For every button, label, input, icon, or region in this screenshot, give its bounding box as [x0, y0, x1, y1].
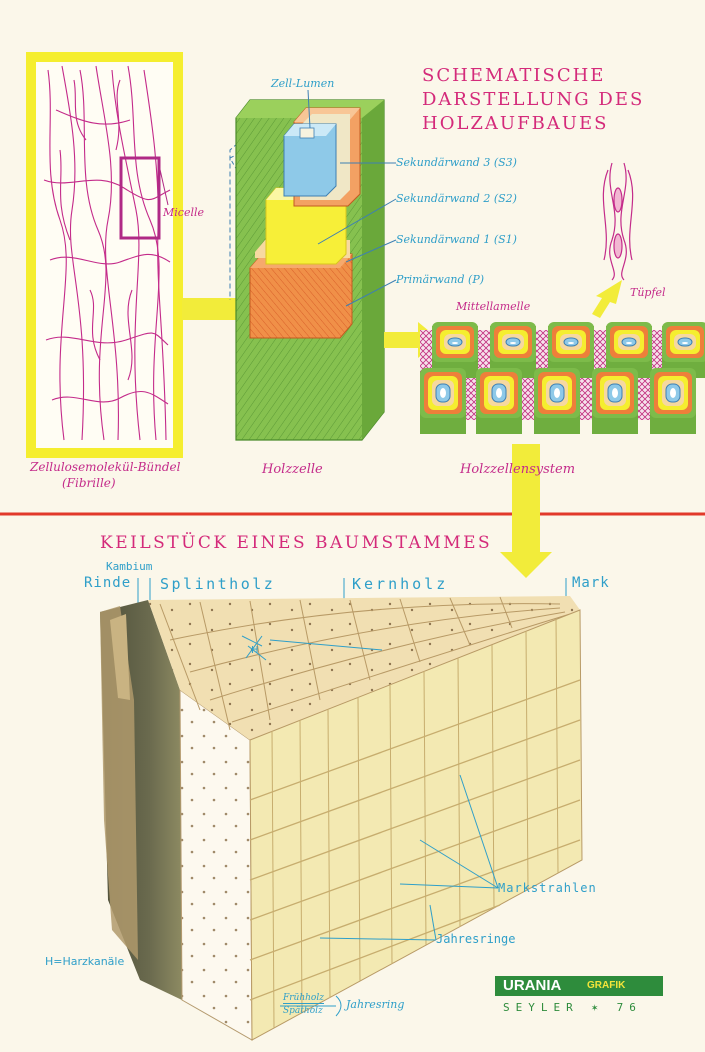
- kernholz-label: Kernholz: [352, 575, 449, 593]
- wedge-title: KEILSTÜCK EINES BAUMSTAMMES: [100, 533, 493, 553]
- fibril-caption-line2: (Fibrille): [62, 476, 116, 490]
- fibril-caption-line1: Zellulosemolekül-Bündel: [30, 460, 181, 474]
- cell-wall-ring: [568, 342, 574, 344]
- trunk-wedge: [100, 578, 583, 1041]
- cell-wall-ring: [612, 388, 618, 398]
- fruehholz-label: Frühholz: [283, 993, 324, 1004]
- middle-lamella-label: Mittellamelle: [456, 300, 531, 313]
- h-marker-label: H: [251, 645, 259, 656]
- cell-wall-ring: [452, 342, 458, 344]
- logo-brand: URANIA: [503, 977, 562, 994]
- pit-label: Tüpfel: [630, 286, 666, 299]
- cell-wall-ring: [510, 342, 516, 344]
- artist-signature: SEYLER ✶ 76: [503, 1001, 642, 1014]
- micelle-box: [119, 156, 161, 240]
- cell-wall-ring: [626, 342, 632, 344]
- markstrahlen-label: Markstrahlen: [498, 881, 597, 895]
- fibril-panel: [26, 52, 183, 458]
- arrow-to-trunk: [500, 444, 552, 578]
- schematic-title-line1: SCHEMATISCHE: [422, 65, 606, 86]
- arrow-to-pit: [592, 280, 622, 318]
- mark-label: Mark: [572, 575, 610, 591]
- cell-wall-ring: [496, 388, 502, 398]
- rinde-label: Rinde: [84, 575, 132, 591]
- jahresring-label: Jahresring: [346, 998, 405, 1011]
- pit-drawing: [602, 162, 634, 281]
- splintholz-label: Splintholz: [160, 575, 276, 593]
- wood-cell-model: [229, 89, 397, 441]
- harz-legend: H=Harzkanäle: [45, 955, 125, 968]
- resin-canal-marker: [241, 635, 267, 661]
- system-caption: Holzzellensystem: [460, 462, 576, 477]
- kambium-label: Kambium: [106, 560, 153, 573]
- micelle-label: Micelle: [163, 206, 204, 219]
- schematic-title-line3: HOLZAUFBAUES: [422, 113, 609, 134]
- s3-label: Sekundärwand 3 (S3): [396, 156, 517, 169]
- fibril-strands: [43, 65, 171, 441]
- schematic-title-line2: DARSTELLUNG DES: [422, 89, 645, 110]
- cell-wall-ring: [440, 388, 446, 398]
- logo-brand-suffix: GRAFIK: [587, 980, 626, 991]
- s2-label: Sekundärwand 2 (S2): [396, 192, 517, 205]
- s1-label: Sekundärwand 1 (S1): [396, 233, 517, 246]
- cell-wall-ring: [554, 388, 560, 398]
- cell-wall-ring: [682, 342, 688, 344]
- cell-caption: Holzzelle: [262, 462, 323, 477]
- spaetholz-label: Spätholz: [283, 1006, 323, 1016]
- cell-lumen-label: Zell-Lumen: [271, 77, 335, 90]
- urania-logo: URANIA GRAFIK: [495, 976, 663, 996]
- primary-wall-label: Primärwand (P): [396, 273, 485, 286]
- jahresringe-label: Jahresringe: [436, 932, 516, 946]
- cell-system-grid: [420, 322, 705, 434]
- cell-wall-ring: [670, 388, 676, 398]
